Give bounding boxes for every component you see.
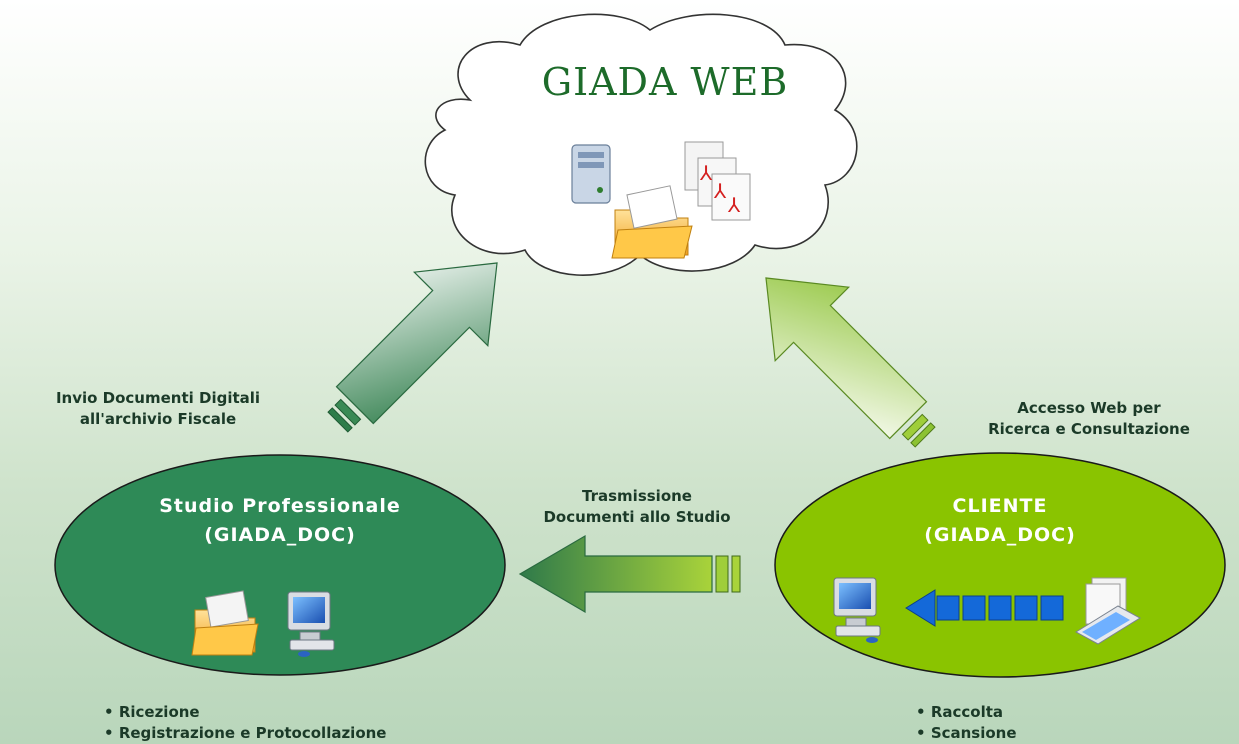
list-item: Ricezione bbox=[104, 702, 386, 723]
arrow-label-right-line2: Ricerca e Consultazione bbox=[988, 420, 1190, 438]
arrow-label-middle-line1: Trasmissione bbox=[582, 487, 692, 505]
svg-text:⅄: ⅄ bbox=[727, 193, 741, 217]
cliente-ellipse bbox=[774, 452, 1226, 678]
studio-ellipse bbox=[54, 454, 506, 676]
scanner-icon bbox=[1075, 577, 1141, 645]
cliente-bullet-list: Raccolta Scansione bbox=[916, 702, 1017, 744]
cloud-title: GIADA WEB bbox=[541, 60, 789, 104]
arrow-label-middle: Trasmissione Documenti allo Studio bbox=[522, 486, 752, 528]
arrow-label-left: Invio Documenti Digitali all'archivio Fi… bbox=[8, 388, 308, 430]
pdf-documents-icon: ⅄ ⅄ ⅄ bbox=[684, 141, 751, 221]
arrow-label-left-line2: all'archivio Fiscale bbox=[79, 410, 237, 428]
arrow-studio-to-cloud bbox=[327, 262, 498, 433]
arrow-cliente-to-studio bbox=[518, 534, 741, 614]
studio-title-line1: Studio Professionale bbox=[159, 495, 401, 517]
cliente-title-line2: (GIADA_DOC) bbox=[924, 524, 1076, 546]
folder-icon bbox=[191, 590, 259, 656]
cliente-title: CLIENTE (GIADA_DOC) bbox=[830, 492, 1170, 550]
arrow-label-left-line1: Invio Documenti Digitali bbox=[55, 389, 261, 407]
computer-icon bbox=[833, 577, 881, 643]
svg-text:⅄: ⅄ bbox=[713, 179, 727, 203]
arrow-label-middle-line2: Documenti allo Studio bbox=[543, 508, 731, 526]
arrow-label-right-line1: Accesso Web per bbox=[1017, 399, 1161, 417]
list-item: Registrazione e Protocollazione bbox=[104, 723, 387, 744]
studio-title: Studio Professionale (GIADA_DOC) bbox=[110, 492, 450, 550]
list-item: Scansione bbox=[916, 723, 1017, 744]
cliente-title-line1: CLIENTE bbox=[952, 495, 1048, 517]
server-icon bbox=[571, 144, 611, 204]
transfer-arrow bbox=[905, 589, 1064, 627]
studio-bullet-list: Ricezione Registrazione e Protocollazion… bbox=[104, 702, 387, 744]
studio-title-line2: (GIADA_DOC) bbox=[204, 524, 356, 546]
computer-icon bbox=[287, 591, 335, 657]
arrow-cliente-to-cloud bbox=[765, 277, 936, 448]
list-item: Raccolta bbox=[916, 702, 1017, 723]
folder-icon bbox=[611, 185, 693, 259]
svg-text:⅄: ⅄ bbox=[699, 161, 713, 185]
arrow-label-right: Accesso Web per Ricerca e Consultazione bbox=[939, 398, 1239, 440]
